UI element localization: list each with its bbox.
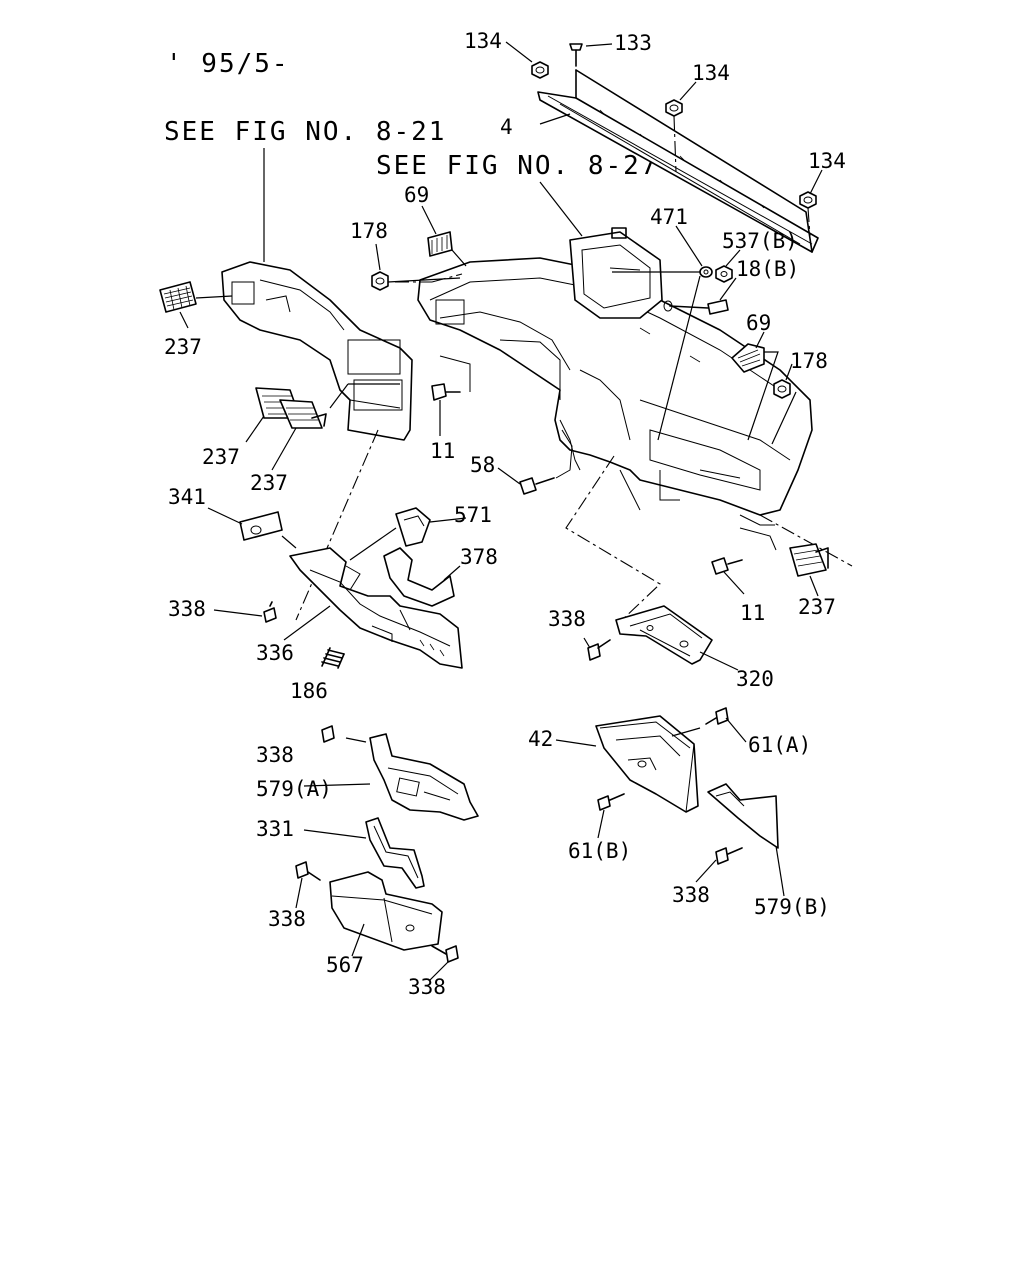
part-label-178: 178 <box>350 219 388 243</box>
part-label-567: 567 <box>326 953 364 977</box>
clip-133 <box>569 43 583 67</box>
part-label-341: 341 <box>168 485 206 509</box>
cluster-hood <box>569 227 663 319</box>
part-label-69: 69 <box>746 311 771 335</box>
screw-61a <box>705 707 729 725</box>
date-code: ' 95/5- <box>166 49 290 79</box>
part-label-69: 69 <box>404 183 429 207</box>
part-label-134: 134 <box>692 61 730 85</box>
side-panel-579b <box>707 783 779 849</box>
part-label-336: 336 <box>256 641 294 665</box>
part-label-186: 186 <box>290 679 328 703</box>
part-label-237: 237 <box>798 595 836 619</box>
vent-69-right <box>731 343 779 441</box>
instrument-panel <box>417 257 813 526</box>
cover-567 <box>329 871 443 951</box>
vent-237-right <box>789 543 829 577</box>
part-label-579a: 579(A) <box>256 777 332 801</box>
nut-134-c <box>799 191 817 237</box>
clip-571 <box>349 507 431 561</box>
vent-69-upper <box>427 231 467 267</box>
part-label-471: 471 <box>650 205 688 229</box>
screw-61b <box>597 793 625 811</box>
part-label-4: 4 <box>500 115 513 139</box>
bolt-11-right <box>711 527 777 575</box>
screw-338-lower-a <box>295 861 321 881</box>
vent-237-left-pair <box>255 383 400 429</box>
part-label-338: 338 <box>256 743 294 767</box>
part-label-18b: 18(B) <box>736 257 799 281</box>
part-label-338: 338 <box>548 607 586 631</box>
part-label-237: 237 <box>250 471 288 495</box>
part-label-338: 338 <box>408 975 446 999</box>
vent-237-left-top <box>159 281 233 313</box>
part-label-134: 134 <box>464 29 502 53</box>
part-label-320: 320 <box>736 667 774 691</box>
see-fig-reference-8-27: SEE FIG NO. 8-27 <box>376 151 658 181</box>
nut-178-left <box>371 271 461 291</box>
bracket-341 <box>239 511 297 549</box>
nut-178-right <box>771 379 797 445</box>
knee-panel-336 <box>289 547 463 669</box>
part-label-378: 378 <box>460 545 498 569</box>
part-label-42: 42 <box>528 727 553 751</box>
part-label-237: 237 <box>202 445 240 469</box>
part-label-61b: 61(B) <box>568 839 631 863</box>
washer-471 <box>612 266 713 441</box>
nut-134-b <box>665 99 683 173</box>
part-label-331: 331 <box>256 817 294 841</box>
part-label-579b: 579(B) <box>754 895 830 919</box>
nut-537b <box>715 265 733 283</box>
screw-338-upper <box>321 725 335 743</box>
glove-box-42 <box>595 715 701 813</box>
screw-338-right <box>715 847 743 865</box>
screw-338-lower-b <box>431 945 459 963</box>
part-label-133: 133 <box>614 31 652 55</box>
top-rail-part <box>537 69 819 253</box>
part-label-134: 134 <box>808 149 846 173</box>
see-fig-reference-8-21: SEE FIG NO. 8-21 <box>164 117 446 147</box>
part-label-338: 338 <box>672 883 710 907</box>
part-label-178: 178 <box>790 349 828 373</box>
part-label-338: 338 <box>268 907 306 931</box>
part-label-537b: 537(B) <box>722 229 798 253</box>
part-label-11: 11 <box>430 439 455 463</box>
part-label-338: 338 <box>168 597 206 621</box>
part-label-571: 571 <box>454 503 492 527</box>
screw-338-mid <box>587 639 611 661</box>
cover-579a <box>345 733 479 821</box>
spring-186 <box>321 647 345 669</box>
duct-378 <box>383 547 455 607</box>
screw-338-left <box>263 601 277 623</box>
part-label-61a: 61(A) <box>748 733 811 757</box>
bolt-11-center <box>431 355 471 436</box>
part-label-11: 11 <box>740 601 765 625</box>
nut-134-a <box>531 61 549 79</box>
bracket-320 <box>615 605 713 665</box>
part-label-58: 58 <box>470 453 495 477</box>
bolt-58 <box>519 429 573 495</box>
part-label-237: 237 <box>164 335 202 359</box>
trim-331 <box>365 817 425 889</box>
bolt-18b <box>663 299 729 315</box>
